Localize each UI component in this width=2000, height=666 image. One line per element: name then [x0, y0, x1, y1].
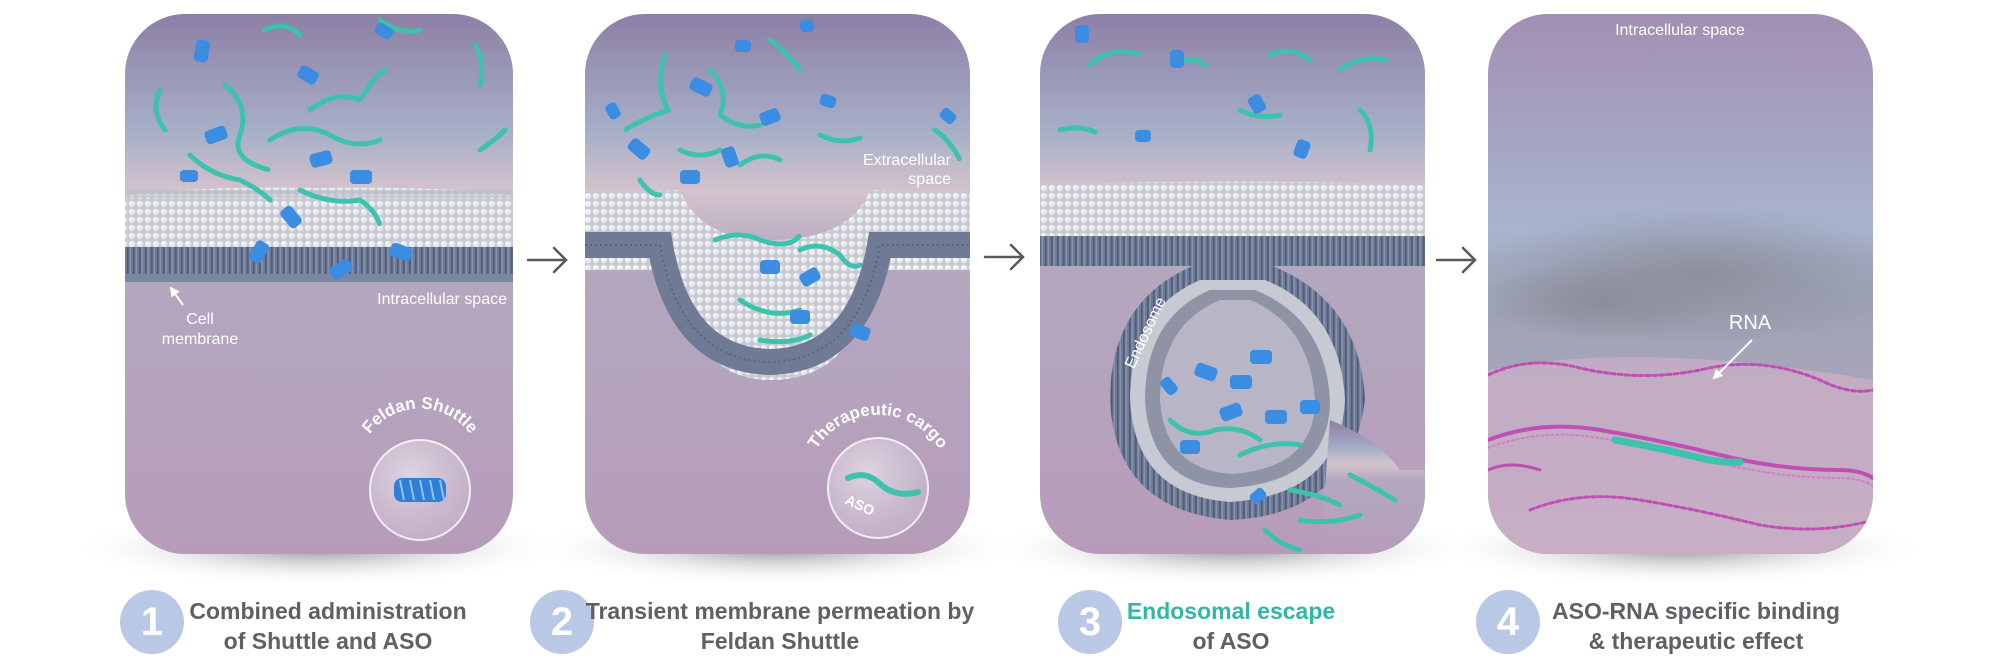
- shuttle-peptide-icon: [394, 478, 446, 502]
- step-3-caption: 3 Endosomal escape of ASO: [1058, 590, 1358, 660]
- inset-circle: [827, 437, 929, 539]
- shuttle-peptides: [180, 22, 413, 280]
- step-2-line1: Transient membrane permeation by: [585, 598, 975, 624]
- step-4-line2: & therapeutic effect: [1588, 628, 1804, 654]
- arrow-right-icon: [1435, 246, 1477, 274]
- label-cell-membrane-line2: membrane: [162, 331, 239, 348]
- step-number-badge: 3: [1058, 590, 1122, 654]
- label-intracellular-space: Intracellular space: [377, 291, 507, 308]
- step-2-caption: 2 Transient membrane permeation by Felda…: [530, 590, 1000, 660]
- step-number-badge: 4: [1476, 590, 1540, 654]
- panel-1-combined-administration: Feldan Shuttle Cell membrane Intracellul…: [125, 14, 513, 554]
- aso-strands: [622, 37, 963, 345]
- step-2-line2: Feldan Shuttle: [700, 628, 860, 654]
- step-3-line2: of ASO: [1192, 628, 1270, 654]
- arrow-right-icon: [526, 246, 568, 274]
- panel-3-endosomal-escape: Endosome: [1040, 14, 1425, 554]
- label-rna: RNA: [1729, 312, 1772, 334]
- aso-strand-icon: [845, 472, 921, 497]
- shuttle-peptides: [605, 20, 957, 341]
- step-4-line1: ASO-RNA specific binding: [1552, 598, 1840, 624]
- panel-2-membrane-permeation: ASO Therapeutic cargo Extracellular spac…: [585, 14, 970, 554]
- label-extracellular-line1: Extracellular: [863, 152, 952, 169]
- label-cell-membrane-line1: Cell: [186, 311, 214, 328]
- panel-4-aso-rna-binding: Intracellular space RNA: [1488, 14, 1873, 554]
- step-4-caption: 4 ASO-RNA specific binding & therapeutic…: [1476, 590, 1876, 660]
- step-number-badge: 2: [530, 590, 594, 654]
- arrow-right-icon: [983, 243, 1025, 271]
- step-number-badge: 1: [120, 590, 184, 654]
- step-1-caption: 1 Combined administration of Shuttle and…: [120, 590, 500, 660]
- bound-aso-strand: [1611, 436, 1744, 466]
- label-intracellular-space: Intracellular space: [1615, 22, 1745, 39]
- label-extracellular-line2: space: [908, 171, 951, 188]
- aso-strands: [1057, 48, 1398, 553]
- aso-strands: [153, 17, 508, 228]
- cell-membrane: [125, 187, 513, 250]
- step-1-line1: Combined administration: [189, 598, 467, 624]
- step-1-line2: of Shuttle and ASO: [223, 628, 433, 654]
- shuttle-peptides: [1075, 25, 1320, 505]
- step-3-line1-highlight: Endosomal escape: [1126, 598, 1336, 624]
